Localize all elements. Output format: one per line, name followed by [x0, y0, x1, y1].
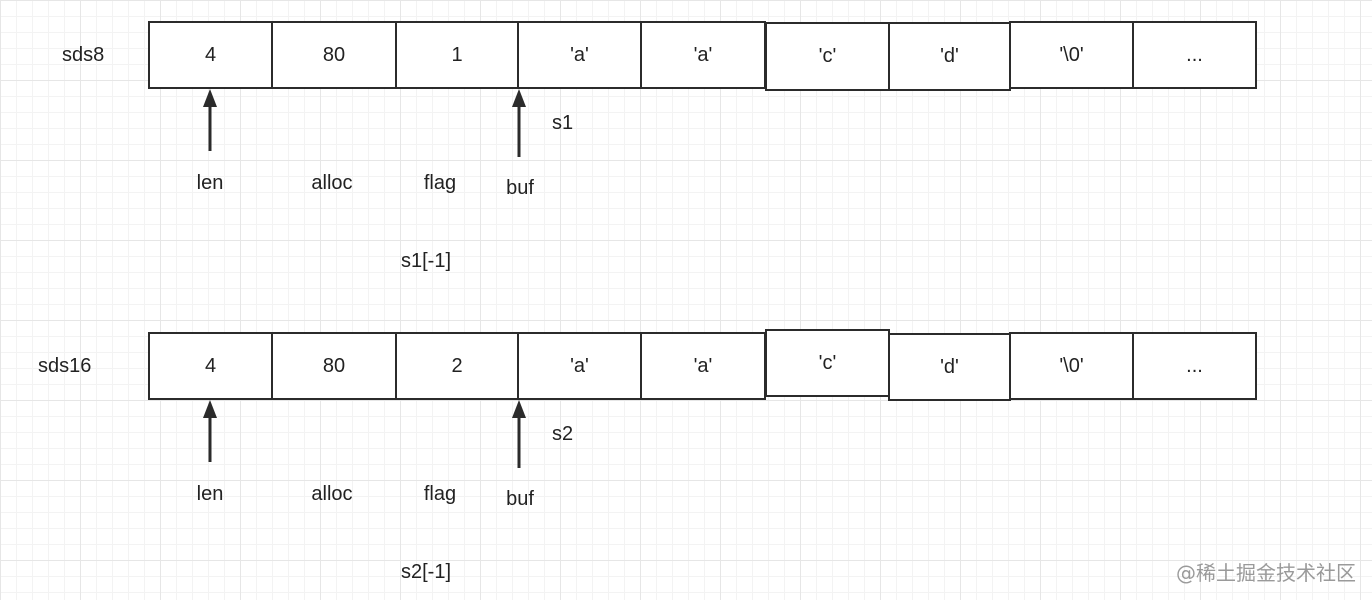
field-label-len: len: [196, 483, 224, 505]
cell-buf-2: 'c': [765, 329, 890, 397]
cell-ellipsis: ...: [1132, 21, 1257, 89]
cell-flag: 1: [395, 21, 519, 89]
field-label-buf: buf: [506, 488, 534, 510]
pointer-label: s2: [552, 423, 574, 445]
arrow-up-icon: [203, 400, 217, 462]
cell-buf-0: 'a': [517, 21, 642, 89]
cell-flag: 2: [395, 332, 519, 400]
cell-alloc: 80: [271, 21, 397, 89]
field-label-flag: flag: [423, 172, 457, 194]
cell-buf-1: 'a': [640, 332, 766, 400]
cell-buf-0: 'a': [517, 332, 642, 400]
row-label-sds8: sds8: [62, 44, 105, 66]
cell-alloc: 80: [271, 332, 397, 400]
cell-terminator: '\0': [1009, 21, 1134, 89]
field-label-alloc: alloc: [311, 483, 353, 505]
arrow-up-icon: [512, 400, 526, 468]
arrow-up-icon: [203, 89, 217, 151]
field-label-flag: flag: [423, 483, 457, 505]
field-label-buf: buf: [506, 177, 534, 199]
cell-buf-1: 'a': [640, 21, 766, 89]
arrow-up-icon: [512, 89, 526, 157]
cell-buf-3: 'd': [888, 22, 1011, 91]
cell-buf-2: 'c': [765, 22, 890, 91]
cell-ellipsis: ...: [1132, 332, 1257, 400]
watermark: @稀土掘金技术社区: [1176, 561, 1356, 585]
cell-len: 4: [148, 21, 273, 89]
field-label-len: len: [196, 172, 224, 194]
cell-buf-3: 'd': [888, 333, 1011, 401]
pointer-label: s1: [552, 112, 574, 134]
field-label-alloc: alloc: [311, 172, 353, 194]
flag-ref-label: s2[-1]: [401, 561, 452, 583]
cell-terminator: '\0': [1009, 332, 1134, 400]
cell-len: 4: [148, 332, 273, 400]
row-label-sds16: sds16: [38, 355, 92, 377]
flag-ref-label: s1[-1]: [401, 250, 452, 272]
